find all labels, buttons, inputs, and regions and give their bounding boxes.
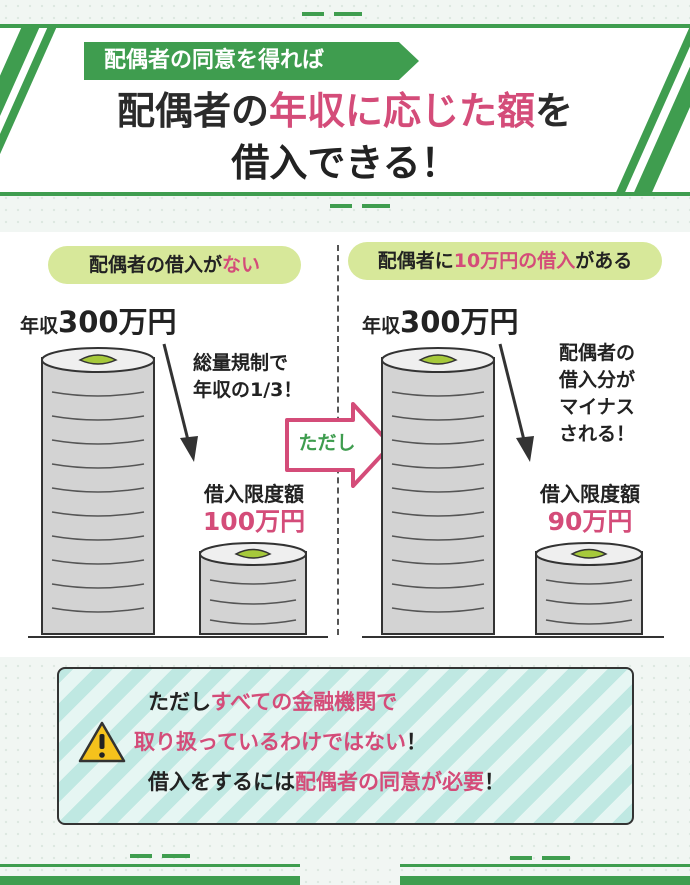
warning-box <box>57 667 634 825</box>
pill-text: 配偶者の借入が <box>88 254 222 276</box>
income-amount: 300万円 <box>400 305 519 339</box>
left-baseline <box>28 636 328 638</box>
dash-deco <box>302 12 362 16</box>
headline-text: を <box>535 89 574 133</box>
limit-amount: 100万円 <box>202 507 306 536</box>
warning-text: ！ <box>484 770 505 794</box>
warning-text: ただし <box>148 690 211 714</box>
bottom-rule <box>0 864 690 867</box>
dash-deco <box>330 204 390 208</box>
warning-icon <box>78 721 126 763</box>
warning-text: ！ <box>405 730 427 754</box>
header-rule-top <box>0 24 690 28</box>
left-limit: 借入限度額 100万円 <box>180 480 328 536</box>
warning-highlight: すべての金融機関で <box>210 690 398 714</box>
arrow-right-icon <box>285 402 393 488</box>
right-note: 配偶者の 借入分が マイナス される！ <box>542 340 652 448</box>
income-prefix: 年収 <box>20 315 59 337</box>
bill-stack-icon <box>199 542 307 635</box>
limit-label: 借入限度額 <box>204 482 304 506</box>
bill-stack-icon <box>381 347 495 635</box>
headline-text: 配偶者の <box>116 89 269 133</box>
dash-deco <box>130 854 190 858</box>
pill-highlight: ない <box>222 254 261 276</box>
income-prefix: 年収 <box>362 315 401 337</box>
bottom-rule <box>0 876 690 885</box>
warning-text: 借入をするには <box>148 770 295 794</box>
headline-line-2: 借入できる！ <box>231 141 459 185</box>
dash-deco <box>510 856 570 860</box>
warning-highlight: 配偶者の同意が必要 <box>295 770 484 794</box>
bill-stack-icon <box>535 542 643 635</box>
limit-label: 借入限度額 <box>540 482 640 506</box>
bill-stack-icon <box>41 347 155 635</box>
arrow-label: ただし <box>298 432 356 454</box>
left-note: 総量規制で 年収の1/3！ <box>193 350 302 404</box>
note-line: マイナス <box>559 396 635 418</box>
right-baseline <box>362 636 664 638</box>
note-line: 総量規制で <box>193 352 289 374</box>
right-pill: 配偶者に10万円の借入がある <box>348 242 662 280</box>
headline-highlight: 年収に応じた額 <box>268 89 535 133</box>
subtitle-tag: 配偶者の同意を得れば <box>84 42 419 80</box>
note-line: 配偶者の <box>558 342 635 364</box>
right-income: 年収300万円 <box>362 304 519 344</box>
warning-line-1: ただしすべての金融機関で <box>148 684 397 720</box>
note-line: される！ <box>558 423 635 445</box>
pill-text: がある <box>575 250 633 272</box>
warning-highlight: 取り扱っているわけではない <box>134 730 406 754</box>
warning-line-3: 借入をするには配偶者の同意が必要！ <box>148 764 505 800</box>
left-income: 年収300万円 <box>20 304 177 344</box>
right-down-arrow <box>498 343 534 462</box>
pill-highlight: 10万円の借入 <box>453 250 576 272</box>
pill-text: 配偶者に <box>377 250 454 272</box>
left-pill: 配偶者の借入がない <box>48 246 301 284</box>
left-down-arrow <box>162 343 198 462</box>
headline-line-1: 配偶者の年収に応じた額を <box>0 88 690 134</box>
right-limit: 借入限度額 90万円 <box>516 480 664 536</box>
header-rule-bottom <box>0 192 690 196</box>
note-line: 年収の1/3！ <box>193 379 303 401</box>
limit-amount: 90万円 <box>547 507 633 536</box>
note-line: 借入分が <box>558 369 635 391</box>
income-amount: 300万円 <box>58 305 177 339</box>
warning-line-2: 取り扱っているわけではない！ <box>134 724 427 760</box>
